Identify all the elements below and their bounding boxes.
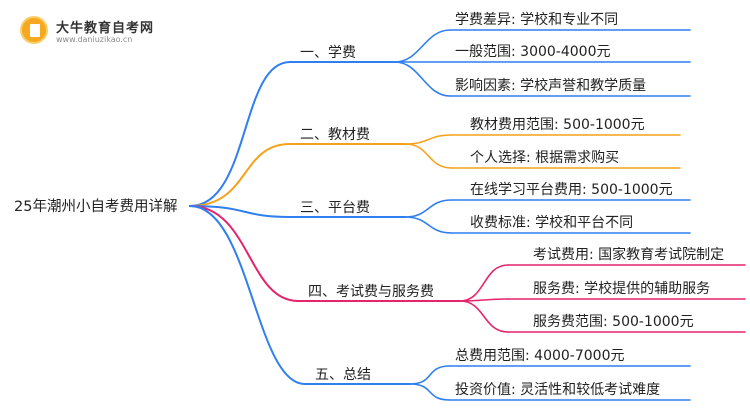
logo-url: www.daniuzikao.cn [56,35,133,44]
child-connector-1-3 [394,61,451,97]
leaf-topic-2-1: 教材费用范围: 500-1000元 [470,117,645,133]
book-logo-icon [20,16,48,44]
leaf-topic-5-2: 投资价值: 灵活性和较低考试难度 [455,382,661,398]
leaf-topic-3-1: 在线学习平台费用: 500-1000元 [470,182,673,198]
leaf-topic-1-3: 影响因素: 学校声誉和教学质量 [455,78,647,94]
leaf-topic-1-1: 学费差异: 学校和专业不同 [455,12,619,28]
child-connector-2-2 [404,143,453,169]
site-logo: 大牛教育自考网 www.daniuzikao.cn [14,10,214,50]
branch-topic-4: 四、考试费与服务费 [308,284,434,300]
root-topic: 25年潮州小自考费用详解 [14,199,178,215]
child-connector-2-1 [404,134,453,145]
branch-topic-2: 二、教材费 [300,127,370,143]
child-connector-3-2 [404,216,453,234]
child-connector-3-1 [404,199,453,218]
leaf-topic-2-2: 个人选择: 根据需求购买 [470,150,620,166]
branch-topic-1: 一、学费 [300,45,356,61]
branch-connector-2 [189,143,291,207]
leaf-topic-4-2: 服务费: 学校提供的辅助服务 [533,281,711,297]
branch-topic-3: 三、平台费 [300,200,370,216]
child-connector-5-1 [409,365,451,385]
leaf-topic-1-2: 一般范围: 3000-4000元 [455,44,611,60]
branch-connector-1 [189,61,291,207]
leaf-topic-4-1: 考试费用: 国家教育考试院制定 [533,247,725,263]
branch-connector-4 [189,205,299,302]
branch-connector-3 [189,205,291,218]
child-connector-4-3 [459,300,509,333]
logo-name: 大牛教育自考网 [56,21,155,36]
leaf-topic-3-2: 收费标准: 学校和平台不同 [470,215,634,231]
leaf-topic-5-1: 总费用范围: 4000-7000元 [455,348,625,364]
leaf-topic-4-3: 服务费范围: 500-1000元 [533,314,694,330]
child-connector-4-1 [459,264,509,302]
branch-connector-5 [189,205,306,385]
child-connector-5-2 [409,383,451,401]
child-connector-1-1 [394,29,451,63]
branch-topic-5: 五、总结 [315,367,371,383]
